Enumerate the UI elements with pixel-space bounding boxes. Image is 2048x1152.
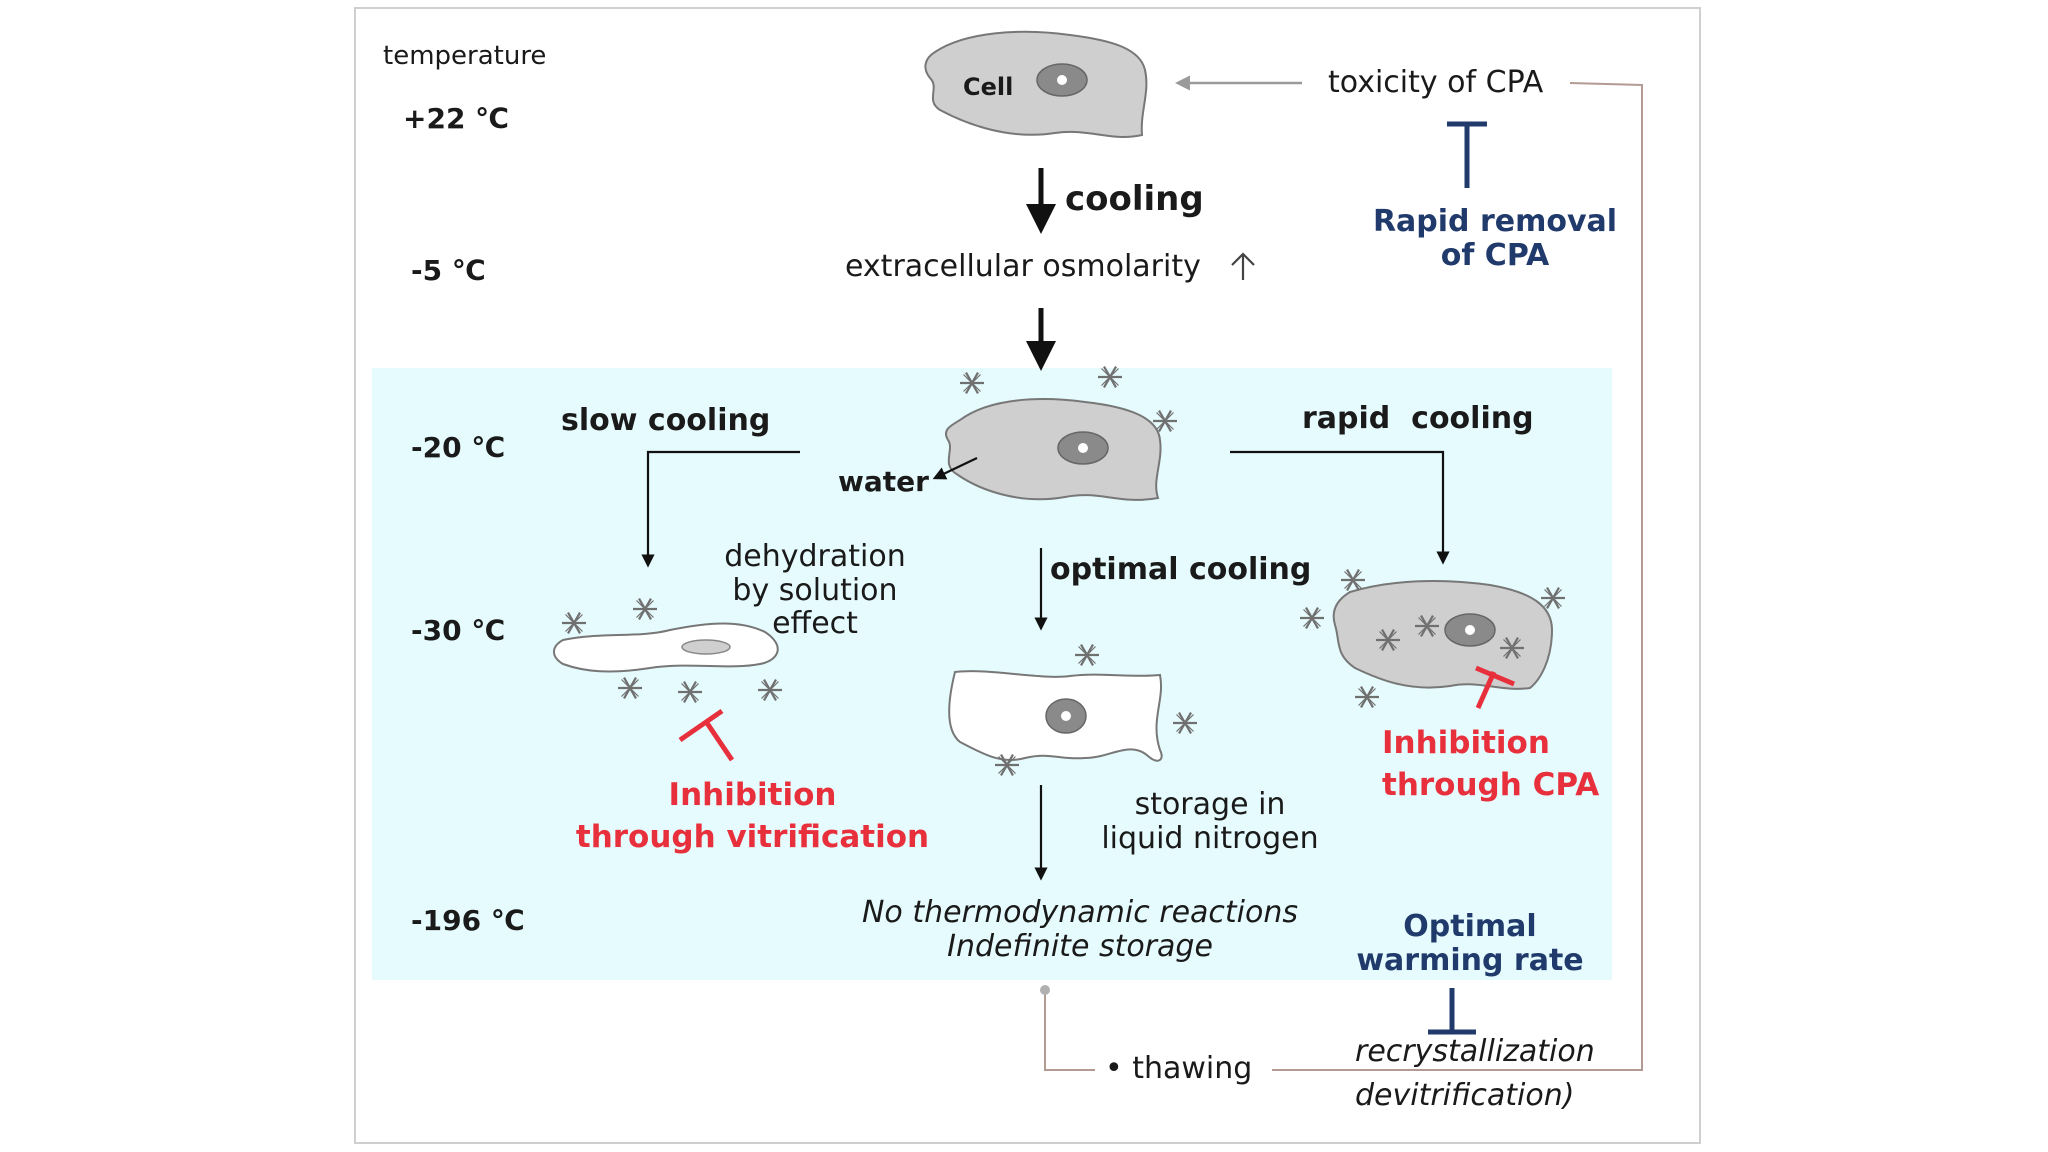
temperature-axis-title: temperature: [383, 41, 547, 71]
slow-cooling-arrow: [641, 450, 800, 568]
thawing-label: • thawing: [1105, 1051, 1253, 1086]
cell-label: Cell: [963, 73, 1014, 101]
thawing-node: [1040, 985, 1050, 995]
optimal-cooling-label: optimal cooling: [1050, 552, 1312, 587]
water-arrow: [932, 457, 978, 480]
increase-arrow-icon: [1231, 252, 1255, 280]
osmolarity-label: extracellular osmolarity: [845, 249, 1201, 284]
cell-shape-top: [924, 30, 1148, 138]
vitrification-inhibit-mark: [678, 708, 735, 762]
water-label: water: [838, 465, 929, 498]
toxicity-label: toxicity of CPA: [1328, 65, 1544, 100]
slow-cooling-label: slow cooling: [561, 403, 771, 438]
cell-shape-dehydrated: [553, 622, 779, 673]
cell-shape-middle: [944, 398, 1162, 501]
temp-tick-minus-30: -30 ℃: [411, 614, 506, 647]
cooling-label: cooling: [1065, 179, 1204, 219]
cell-shape-ice-crystals: [1332, 580, 1554, 690]
feedback-loop-line: [1272, 82, 1643, 1071]
temp-tick-minus-196: -196 ℃: [411, 904, 525, 937]
rapid-cooling-arrow: [1230, 450, 1450, 565]
rapid-removal-inhibit-mark: [1447, 121, 1487, 188]
temp-tick-22: +22 ℃: [403, 102, 510, 135]
thawing-connector: [1044, 992, 1095, 1071]
cpa-inhibit-mark: [1475, 665, 1515, 710]
rapid-cooling-label: rapid cooling: [1302, 401, 1534, 436]
temp-tick-minus-5: -5 ℃: [411, 254, 486, 287]
warming-inhibit-mark: [1428, 988, 1476, 1035]
temp-tick-minus-20: -20 ℃: [411, 431, 506, 464]
